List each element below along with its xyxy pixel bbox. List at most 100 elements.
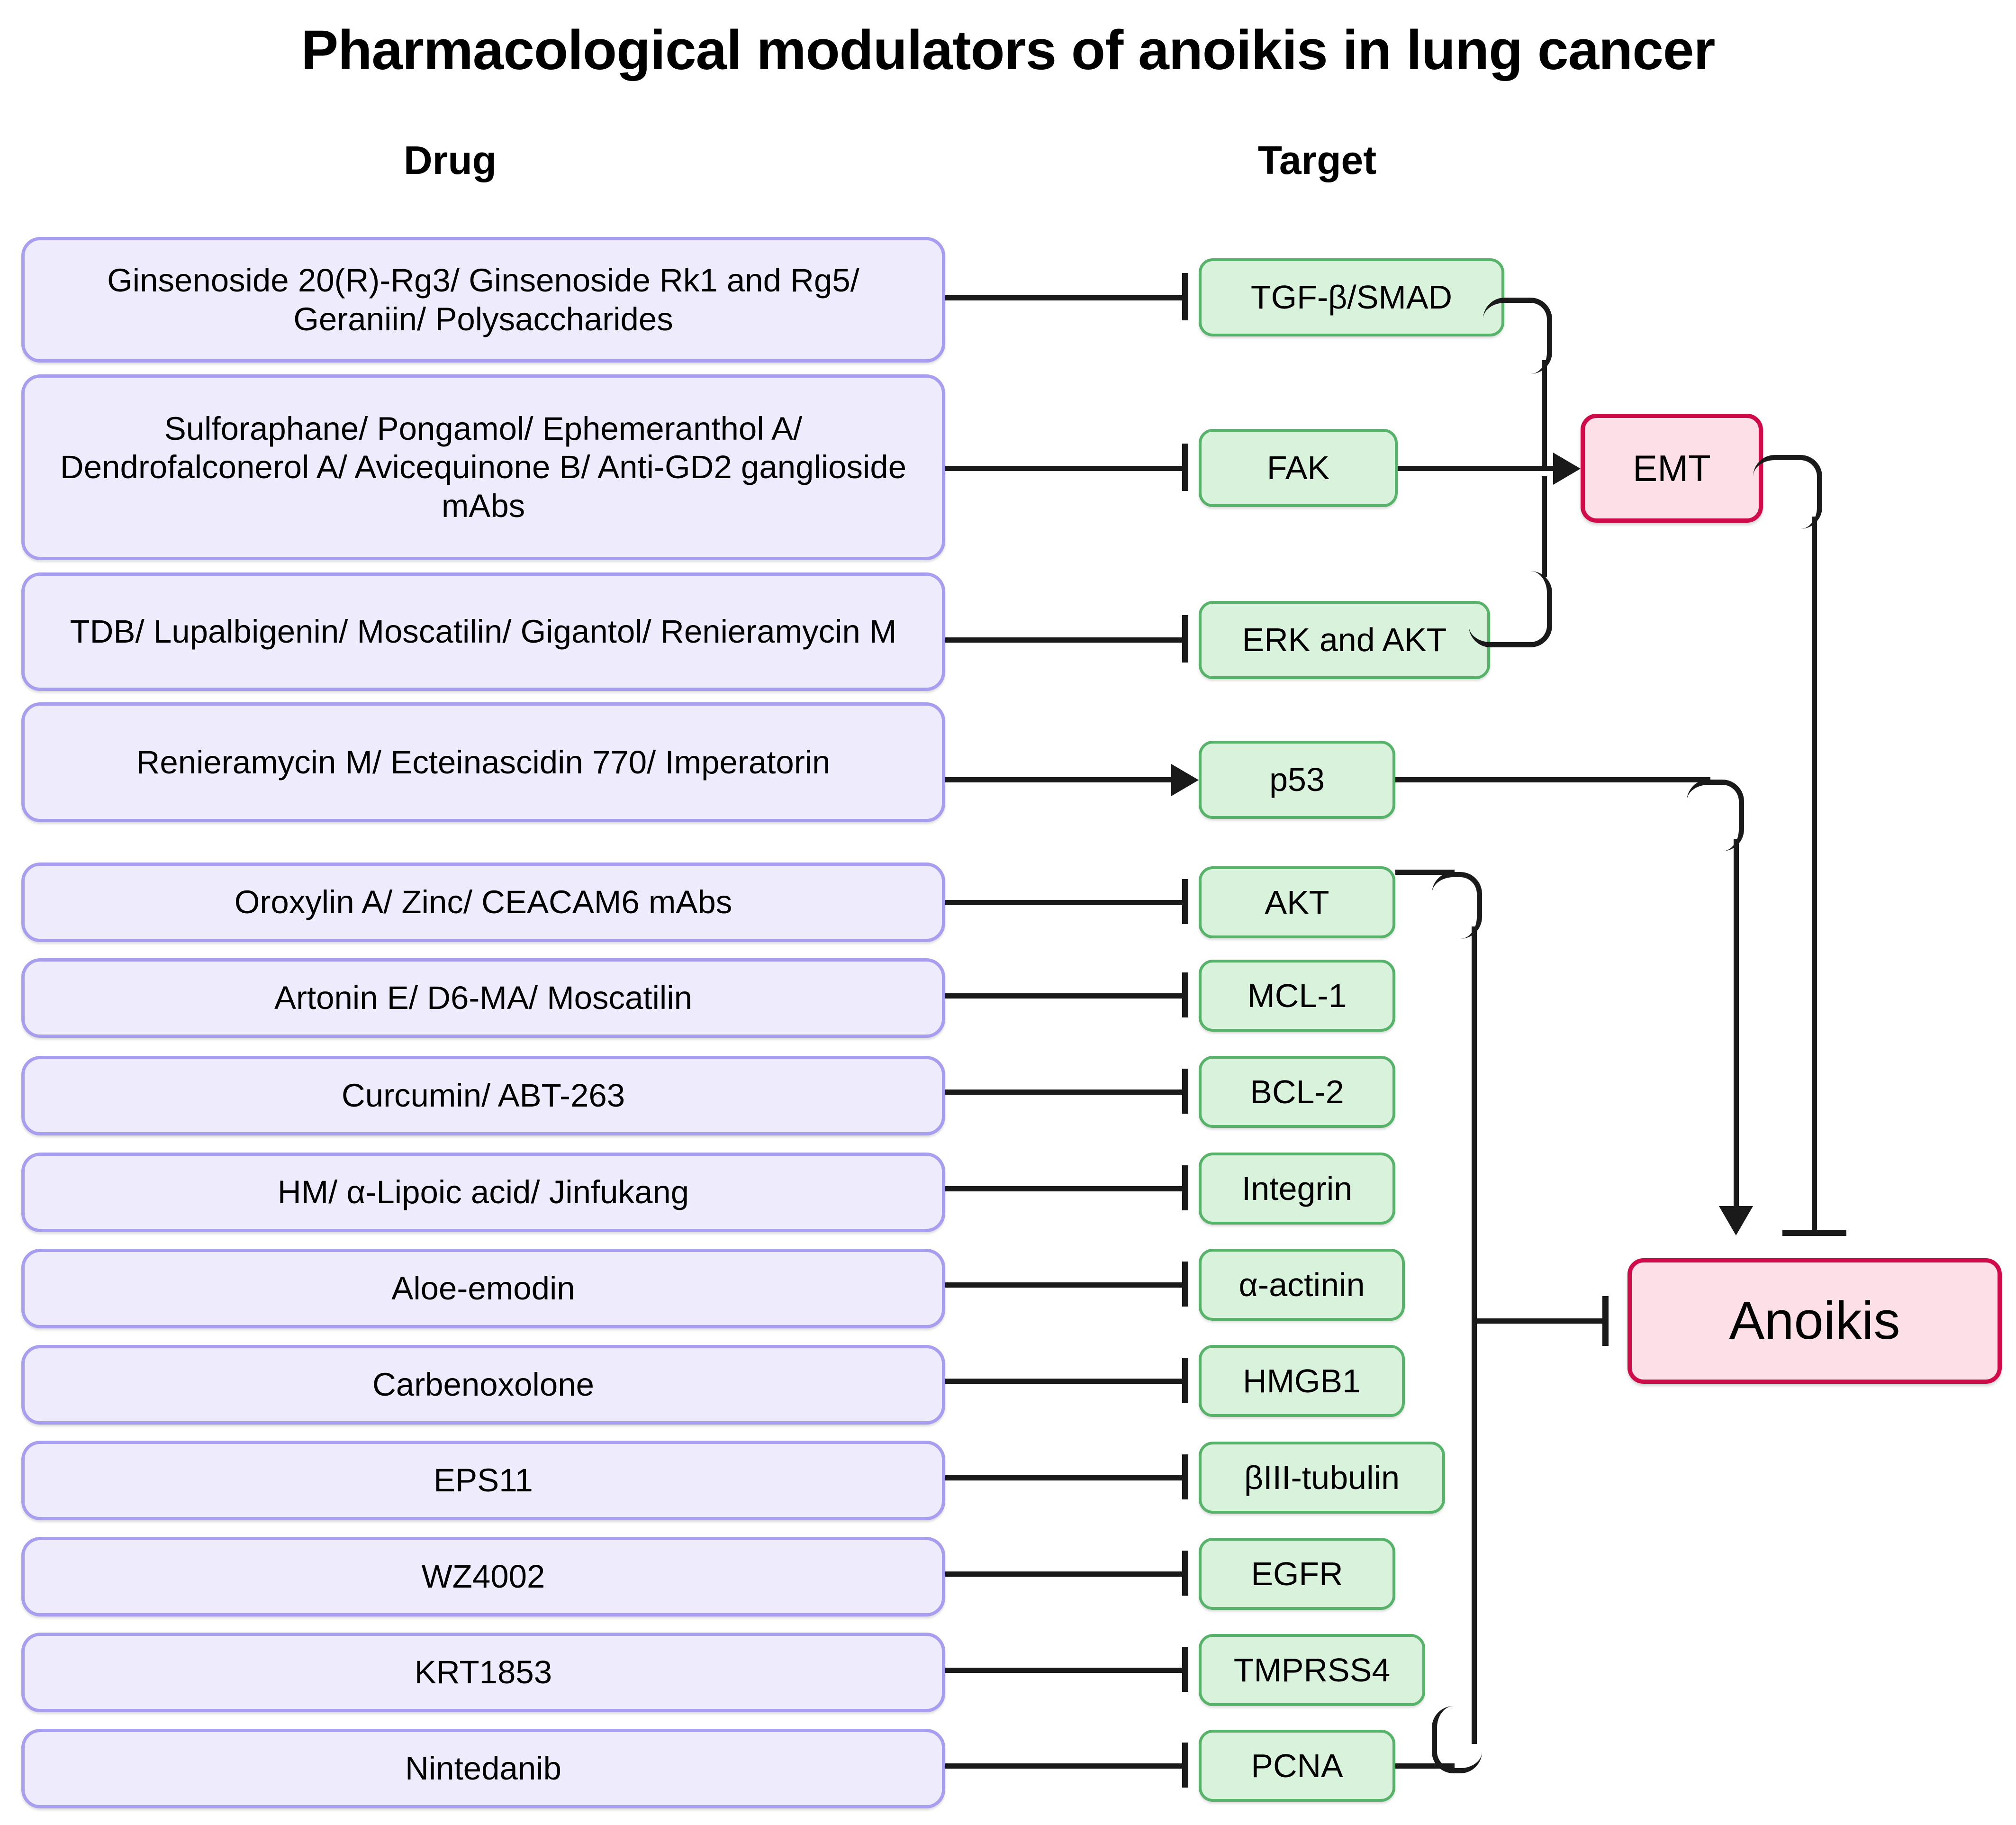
edge-drug4-target4-line <box>945 777 1173 782</box>
edge-drug13-target13-line <box>945 1668 1182 1673</box>
edge-drug9-target9-line <box>945 1282 1182 1288</box>
edge-drug10-target10-line <box>945 1379 1182 1384</box>
edge-drug13-target13-inhibition-bar <box>1182 1647 1188 1692</box>
drug-box-4[interactable]: Renieramycin M/ Ecteinascidin 770/ Imper… <box>21 702 945 822</box>
edge-drug2-target2-inhibition-bar <box>1182 444 1188 491</box>
target-label-13: TMPRSS4 <box>1233 1651 1391 1689</box>
edge-aktpcna-anoikis-inhibition-bar <box>1602 1296 1609 1346</box>
edge-drug14-target14-line <box>945 1763 1182 1769</box>
edge-tgfb-emt-elbow <box>1483 298 1552 374</box>
edge-drug6-target6-line <box>945 993 1182 999</box>
target-label-3: ERK and AKT <box>1242 621 1447 659</box>
drug-label-6: Artonin E/ D6-MA/ Moscatilin <box>274 980 692 1017</box>
drug-box-12[interactable]: WZ4002 <box>21 1537 945 1616</box>
outcome-label-anoikis: Anoikis <box>1729 1291 1900 1351</box>
edge-drug2-target2-line <box>945 466 1182 471</box>
edge-drug14-target14-inhibition-bar <box>1182 1743 1188 1788</box>
column-header-drug: Drug <box>404 138 497 182</box>
edge-drug5-target5-line <box>945 900 1182 905</box>
edge-p53-anoikis-line <box>1395 777 1710 782</box>
drug-label-7: Curcumin/ ABT-263 <box>341 1077 625 1114</box>
drug-label-2: Sulforaphane/ Pongamol/ Ephemeranthol A/… <box>60 410 907 524</box>
target-label-12: EGFR <box>1251 1555 1343 1592</box>
target-label-2: FAK <box>1266 449 1330 487</box>
target-box-10[interactable]: HMGB1 <box>1199 1345 1405 1417</box>
edge-drug1-target1-line <box>945 295 1182 300</box>
drug-box-14[interactable]: Nintedanib <box>21 1729 945 1808</box>
drug-box-3[interactable]: TDB/ Lupalbigenin/ Moscatilin/ Gigantol/… <box>21 572 945 691</box>
drug-box-9[interactable]: Aloe-emodin <box>21 1249 945 1328</box>
target-box-12[interactable]: EGFR <box>1199 1538 1395 1610</box>
edge-erkakt-emt-vline <box>1542 476 1547 577</box>
edge-drug8-target8-inhibition-bar <box>1182 1165 1188 1210</box>
target-label-9: α-actinin <box>1239 1266 1365 1303</box>
target-label-7: BCL-2 <box>1250 1073 1344 1110</box>
edge-akt-pcna-trunk <box>1472 926 1477 1744</box>
column-header-target: Target <box>1257 138 1377 182</box>
edge-drug9-target9-inhibition-bar <box>1182 1262 1188 1307</box>
target-label-4: p53 <box>1269 761 1325 799</box>
edge-pcna-anoikis-elbow <box>1432 1706 1482 1773</box>
drug-label-14: Nintedanib <box>405 1750 561 1787</box>
drug-box-5[interactable]: Oroxylin A/ Zinc/ CEACAM6 mAbs <box>21 863 945 942</box>
outcome-box-emt[interactable]: EMT <box>1581 414 1763 523</box>
target-box-14[interactable]: PCNA <box>1199 1730 1395 1802</box>
edge-drug11-target11-inhibition-bar <box>1182 1454 1188 1499</box>
target-box-1[interactable]: TGF-β/SMAD <box>1199 258 1504 336</box>
edge-fak-emt-line <box>1398 466 1556 471</box>
edge-tgfb-emt-vline <box>1542 360 1547 467</box>
target-box-7[interactable]: BCL-2 <box>1199 1056 1395 1128</box>
outcome-box-anoikis[interactable]: Anoikis <box>1627 1258 2002 1384</box>
drug-label-10: Carbenoxolone <box>372 1366 594 1403</box>
edge-drug3-target3-inhibition-bar <box>1182 615 1188 663</box>
drug-box-8[interactable]: HM/ α-Lipoic acid/ Jinfukang <box>21 1153 945 1232</box>
target-box-5[interactable]: AKT <box>1199 866 1395 938</box>
edge-emt-anoikis-inhibition-bar <box>1782 1230 1846 1236</box>
target-label-6: MCL-1 <box>1247 977 1347 1014</box>
target-label-8: Integrin <box>1241 1170 1353 1207</box>
edge-aktpcna-anoikis-branch <box>1472 1318 1607 1324</box>
target-box-2[interactable]: FAK <box>1199 429 1398 507</box>
edge-drug7-target7-inhibition-bar <box>1182 1069 1188 1114</box>
edge-drug10-target10-inhibition-bar <box>1182 1358 1188 1403</box>
drug-box-11[interactable]: EPS11 <box>21 1441 945 1520</box>
edge-drug11-target11-line <box>945 1475 1182 1480</box>
drug-box-10[interactable]: Carbenoxolone <box>21 1345 945 1425</box>
drug-box-13[interactable]: KRT1853 <box>21 1633 945 1712</box>
edge-p53-anoikis-elbow <box>1687 780 1744 851</box>
target-box-8[interactable]: Integrin <box>1199 1153 1395 1225</box>
drug-box-6[interactable]: Artonin E/ D6-MA/ Moscatilin <box>21 958 945 1038</box>
target-box-13[interactable]: TMPRSS4 <box>1199 1634 1425 1706</box>
drug-label-1: Ginsenoside 20(R)-Rg3/ Ginsenoside Rk1 a… <box>107 262 859 337</box>
edge-drug7-target7-line <box>945 1090 1182 1095</box>
target-box-9[interactable]: α-actinin <box>1199 1249 1405 1321</box>
drug-label-5: Oroxylin A/ Zinc/ CEACAM6 mAbs <box>234 884 732 921</box>
outcome-label-emt: EMT <box>1633 447 1711 489</box>
edge-akt-anoikis-elbow <box>1432 872 1482 939</box>
edge-p53-anoikis-vline <box>1734 839 1739 1208</box>
edge-p53-anoikis-arrowhead <box>1719 1206 1753 1235</box>
edge-drug12-target12-line <box>945 1571 1182 1577</box>
target-box-3[interactable]: ERK and AKT <box>1199 601 1490 679</box>
target-label-14: PCNA <box>1251 1747 1343 1784</box>
drug-label-11: EPS11 <box>434 1462 533 1499</box>
drug-label-8: HM/ α-Lipoic acid/ Jinfukang <box>277 1174 689 1211</box>
drug-label-12: WZ4002 <box>421 1558 545 1595</box>
target-box-6[interactable]: MCL-1 <box>1199 960 1395 1032</box>
edge-pcna-anoikis-line <box>1395 1763 1455 1769</box>
edge-emt-anoikis-elbow <box>1753 455 1822 529</box>
edge-drug8-target8-line <box>945 1186 1182 1191</box>
edge-drug3-target3-line <box>945 637 1182 643</box>
edge-drug12-target12-inhibition-bar <box>1182 1551 1188 1596</box>
drug-label-4: Renieramycin M/ Ecteinascidin 770/ Imper… <box>136 744 831 781</box>
drug-box-7[interactable]: Curcumin/ ABT-263 <box>21 1056 945 1135</box>
target-label-1: TGF-β/SMAD <box>1250 279 1453 316</box>
page-title: Pharmacological modulators of anoikis in… <box>301 19 1716 82</box>
target-box-4[interactable]: p53 <box>1199 741 1395 819</box>
drug-box-1[interactable]: Ginsenoside 20(R)-Rg3/ Ginsenoside Rk1 a… <box>21 237 945 363</box>
drug-box-2[interactable]: Sulforaphane/ Pongamol/ Ephemeranthol A/… <box>21 374 945 560</box>
drug-label-13: KRT1853 <box>414 1654 552 1691</box>
edge-targets-emt-arrowhead <box>1553 453 1581 485</box>
edge-drug5-target5-inhibition-bar <box>1182 879 1188 924</box>
target-box-11[interactable]: βIII-tubulin <box>1199 1442 1445 1514</box>
